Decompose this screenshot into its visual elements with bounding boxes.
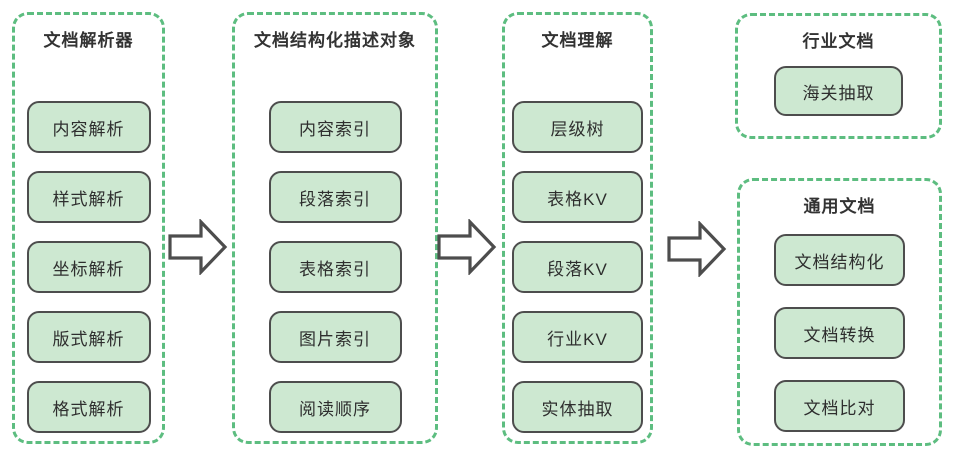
stage-document-parser: 文档解析器 内容解析 样式解析 坐标解析 版式解析 格式解析 [12, 12, 165, 444]
box-industry-kv: 行业KV [512, 311, 643, 363]
stage-box-list: 海关抽取 [738, 66, 939, 116]
flow-arrow-icon [667, 221, 727, 277]
box-content-index: 内容索引 [268, 101, 402, 153]
stage-document-understanding: 文档理解 层级树 表格KV 段落KV 行业KV 实体抽取 [502, 12, 653, 444]
box-reading-order: 阅读顺序 [268, 381, 402, 433]
box-image-index: 图片索引 [268, 311, 402, 363]
stage-title: 文档解析器 [43, 31, 134, 50]
box-style-parse: 样式解析 [26, 171, 151, 223]
box-format-parse: 格式解析 [26, 381, 151, 433]
box-customs-extraction: 海关抽取 [774, 66, 903, 116]
stage-box-list: 内容解析 样式解析 坐标解析 版式解析 格式解析 [15, 101, 162, 433]
stage-title: 通用文档 [803, 197, 876, 216]
stage-general-documents: 通用文档 文档结构化 文档转换 文档比对 [737, 178, 942, 446]
box-paragraph-index: 段落索引 [268, 171, 402, 223]
flow-arrow-icon [437, 219, 497, 275]
stage-title: 文档理解 [541, 31, 614, 50]
box-doc-structuring: 文档结构化 [774, 234, 905, 286]
flow-arrow-icon [168, 219, 228, 275]
stage-structured-description-object: 文档结构化描述对象 内容索引 段落索引 表格索引 图片索引 阅读顺序 [232, 12, 438, 444]
stage-title: 行业文档 [802, 32, 875, 51]
box-table-index: 表格索引 [268, 241, 402, 293]
stage-title: 文档结构化描述对象 [254, 31, 416, 50]
box-entity-extraction: 实体抽取 [512, 381, 643, 433]
box-table-kv: 表格KV [512, 171, 643, 223]
stage-box-list: 内容索引 段落索引 表格索引 图片索引 阅读顺序 [235, 101, 435, 433]
box-layout-parse: 版式解析 [26, 311, 151, 363]
box-content-parse: 内容解析 [26, 101, 151, 153]
box-coordinate-parse: 坐标解析 [26, 241, 151, 293]
stage-box-list: 文档结构化 文档转换 文档比对 [740, 234, 939, 432]
box-doc-comparison: 文档比对 [774, 380, 905, 432]
box-paragraph-kv: 段落KV [512, 241, 643, 293]
stage-box-list: 层级树 表格KV 段落KV 行业KV 实体抽取 [505, 101, 650, 433]
stage-industry-documents: 行业文档 海关抽取 [735, 13, 942, 139]
box-hierarchy-tree: 层级树 [512, 101, 643, 153]
box-doc-conversion: 文档转换 [774, 307, 905, 359]
